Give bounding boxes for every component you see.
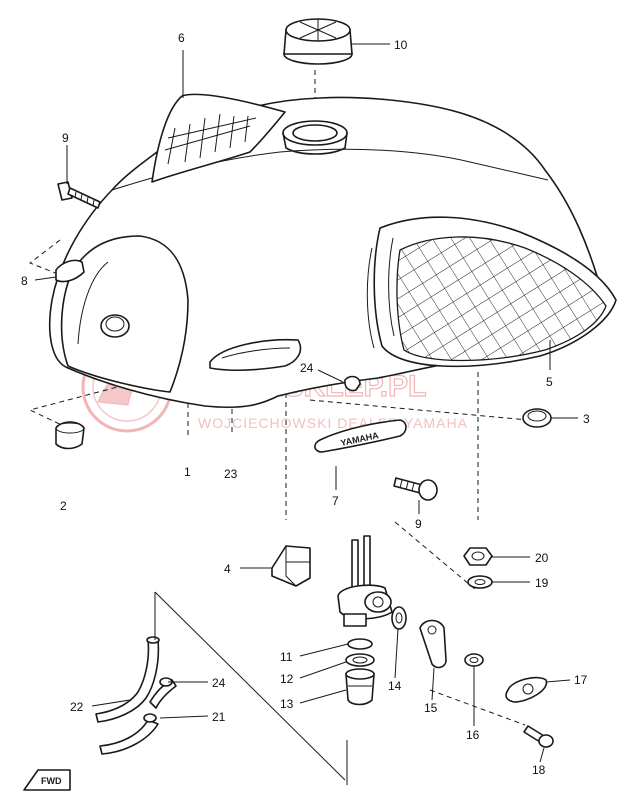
bolt-top [57, 181, 101, 209]
gasket [345, 653, 375, 667]
callout-1: 1 [184, 465, 191, 479]
cock-lever [419, 619, 447, 669]
callout-17: 17 [574, 673, 588, 687]
callout-9-top: 9 [62, 131, 69, 145]
callout-13: 13 [280, 697, 294, 711]
fwd-label: FWD [41, 776, 62, 786]
callout-10: 10 [394, 38, 408, 52]
fuel-cock [337, 535, 393, 627]
hose-joint-top [344, 375, 361, 392]
callout-5: 5 [546, 375, 553, 389]
forward-direction-marker: FWD [23, 769, 71, 791]
callout-24-hose: 24 [212, 676, 226, 690]
o-ring [347, 638, 373, 650]
callout-16: 16 [466, 728, 480, 742]
callout-18: 18 [532, 763, 546, 777]
screw [523, 725, 554, 748]
callout-19: 19 [535, 576, 549, 590]
bolt-bottom [393, 477, 438, 501]
packing [391, 606, 407, 630]
callout-9-bottom: 9 [415, 517, 422, 531]
callout-8: 8 [21, 274, 28, 288]
lever-plate [505, 676, 548, 703]
callout-2: 2 [60, 499, 67, 513]
hose-clip [271, 545, 311, 587]
washer [467, 575, 493, 589]
callout-20: 20 [535, 551, 549, 565]
fuel-cup [345, 668, 375, 706]
nut [463, 547, 493, 566]
seat-bracket [151, 93, 286, 183]
callout-7: 7 [332, 494, 339, 508]
filler-neck [282, 120, 348, 155]
fuel-cap [283, 18, 353, 65]
fuel-hoses [95, 636, 177, 755]
callout-15: 15 [424, 701, 438, 715]
grommet-left [55, 421, 85, 450]
callout-14: 14 [388, 679, 402, 693]
callout-12: 12 [280, 672, 294, 686]
tank-emblem: YAMAHA [314, 419, 407, 453]
callout-4: 4 [224, 562, 231, 576]
callout-11: 11 [280, 650, 293, 664]
callout-22: 22 [70, 700, 84, 714]
leader-lines [34, 43, 578, 763]
callout-24-top: 24 [300, 361, 314, 375]
grommet-tank [100, 314, 130, 338]
damper-right [522, 408, 552, 428]
side-grille-emblem [366, 216, 617, 368]
callout-21: 21 [212, 710, 226, 724]
wave-washer [464, 653, 484, 667]
rubber-damper [55, 259, 85, 283]
callouts: 6 10 9 8 5 3 24 1 23 2 7 9 20 19 4 11 12… [21, 31, 590, 777]
callout-6: 6 [178, 31, 185, 45]
callout-23: 23 [224, 467, 238, 481]
callout-3: 3 [583, 412, 590, 426]
watermark-subtitle: WOJCIECHOWSKI DEALER YAMAHA [198, 415, 468, 431]
hose-guide-lines [154, 591, 348, 785]
